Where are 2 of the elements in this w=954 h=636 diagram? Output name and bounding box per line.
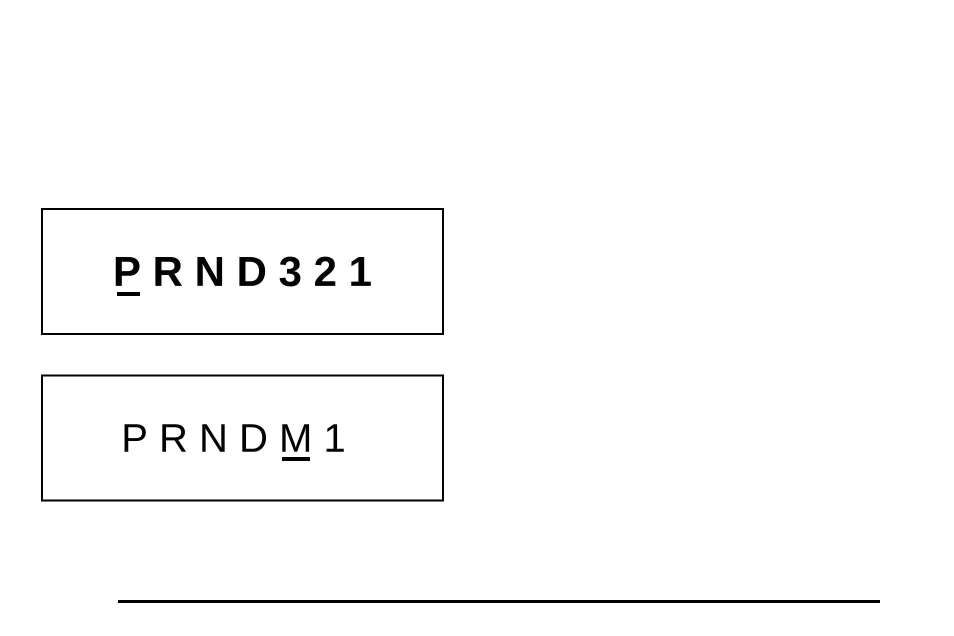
gear-indicator-box: P R N D M 1 xyxy=(41,374,444,502)
gear-indicator-box: P R N D 3 2 1 xyxy=(41,208,444,335)
